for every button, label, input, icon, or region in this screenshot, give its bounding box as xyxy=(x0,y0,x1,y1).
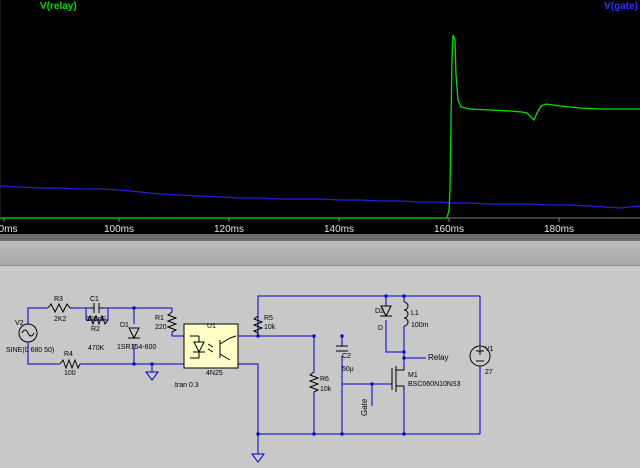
u1-value[interactable]: 4N25 xyxy=(206,370,223,377)
schematic-drawing xyxy=(18,294,491,463)
v1-name[interactable]: V1 xyxy=(485,346,494,353)
trace-label-v-relay[interactable]: V(relay) xyxy=(40,1,77,12)
optocoupler-u1[interactable] xyxy=(183,323,239,369)
net-label-relay[interactable]: Relay xyxy=(428,353,449,362)
r3-value[interactable]: 2K2 xyxy=(54,316,67,323)
r1-name[interactable]: R1 xyxy=(155,315,164,322)
r4-value[interactable]: 100 xyxy=(64,370,76,377)
x-axis-ticks xyxy=(3,218,560,222)
pane-splitter[interactable] xyxy=(0,234,640,241)
c1-name[interactable]: C1 xyxy=(90,296,99,303)
x-tick-label: 120ms xyxy=(213,224,245,234)
r6-value[interactable]: 10k xyxy=(320,386,332,393)
r1-value[interactable]: 220 xyxy=(155,324,167,331)
x-tick-label: 160ms xyxy=(433,224,465,234)
net-label-gate[interactable]: Gate xyxy=(360,398,369,416)
x-tick-label: 140ms xyxy=(323,224,355,234)
r6-name[interactable]: R6 xyxy=(320,376,329,383)
r5-name[interactable]: R5 xyxy=(264,315,273,322)
d2-value[interactable]: D xyxy=(378,325,384,332)
schematic-canvas[interactable]: V2 SINE(0 680 50) R3 2K2 C1 100nF R2 470… xyxy=(0,266,640,468)
tran-directive[interactable]: .tran 0.3 xyxy=(173,382,199,389)
c2-name[interactable]: C2 xyxy=(342,353,351,360)
d1-value[interactable]: 1SR154-600 xyxy=(117,344,157,351)
ground-symbols xyxy=(145,371,265,463)
v2-value[interactable]: SINE(0 680 50) xyxy=(6,347,55,354)
r2-name[interactable]: R2 xyxy=(91,326,100,333)
x-tick-label: 100ms xyxy=(103,224,135,234)
l1-value[interactable]: 100m xyxy=(411,322,429,329)
d2-name[interactable]: D2 xyxy=(375,308,384,315)
trace-v-relay[interactable] xyxy=(0,34,640,219)
waveform-plot[interactable] xyxy=(0,0,640,234)
c1-value[interactable]: 100nF xyxy=(86,316,106,323)
r3-name[interactable]: R3 xyxy=(54,296,63,303)
waveform-plot-pane[interactable]: V(relay) V(gate) 0ms 100ms 120ms 140ms 1… xyxy=(0,0,640,234)
m1-value[interactable]: BSC060N10NS3 xyxy=(408,381,461,388)
trace-v-gate[interactable] xyxy=(0,185,640,209)
trace-label-v-gate[interactable]: V(gate) xyxy=(604,1,638,12)
x-tick-label: 180ms xyxy=(543,224,575,234)
m1-name[interactable]: M1 xyxy=(408,372,418,379)
r2-value[interactable]: 470K xyxy=(88,345,105,352)
v2-name[interactable]: V2 xyxy=(15,320,24,327)
junctions xyxy=(132,294,406,436)
component-symbols xyxy=(18,301,491,393)
x-tick-label: 0ms xyxy=(0,224,18,234)
schematic-window-header xyxy=(0,241,640,266)
v1-value[interactable]: 27 xyxy=(485,369,493,376)
r5-value[interactable]: 10k xyxy=(264,324,276,331)
d1-name[interactable]: D1 xyxy=(120,322,129,329)
r4-name[interactable]: R4 xyxy=(64,351,73,358)
u1-name[interactable]: U1 xyxy=(207,323,216,330)
l1-name[interactable]: L1 xyxy=(411,310,419,317)
c2-value[interactable]: 50µ xyxy=(342,366,354,373)
